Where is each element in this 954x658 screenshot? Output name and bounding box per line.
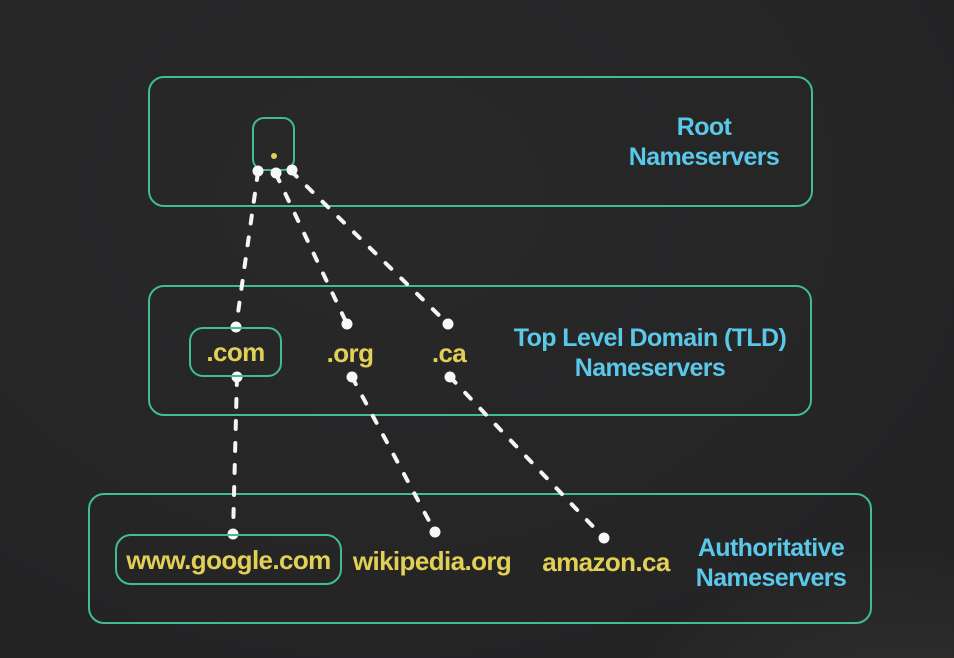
tld-tier-label-line2: Nameservers — [574, 354, 726, 382]
tld-node-com-box: .com — [189, 327, 282, 377]
tld-node-org-label: .org — [326, 338, 374, 368]
root-tier-label-line1: Root — [676, 113, 732, 141]
authoritative-tier-label-line1: Authoritative — [697, 534, 845, 562]
tld-node-ca-label: .ca — [431, 338, 467, 368]
root-tier-label: Root Nameservers — [598, 112, 810, 172]
auth-node-google-label: www.google.com — [126, 544, 331, 575]
authoritative-tier-label: Authoritative Nameservers — [671, 533, 871, 593]
tld-tier-label: Top Level Domain (TLD) Nameservers — [500, 323, 800, 383]
authoritative-tier-label-line2: Nameservers — [695, 564, 847, 592]
tld-node-com-label: .com — [206, 337, 265, 367]
root-tier-label-line2: Nameservers — [628, 143, 780, 171]
root-dot — [271, 153, 277, 159]
auth-node-wikipedia-label: wikipedia.org — [352, 546, 512, 576]
auth-node-amazon-label: amazon.ca — [542, 547, 670, 577]
auth-node-google-box: www.google.com — [115, 534, 342, 585]
root-nameservers-box — [148, 76, 813, 207]
tld-tier-label-line1: Top Level Domain (TLD) — [513, 324, 787, 352]
root-node-box — [252, 117, 295, 171]
